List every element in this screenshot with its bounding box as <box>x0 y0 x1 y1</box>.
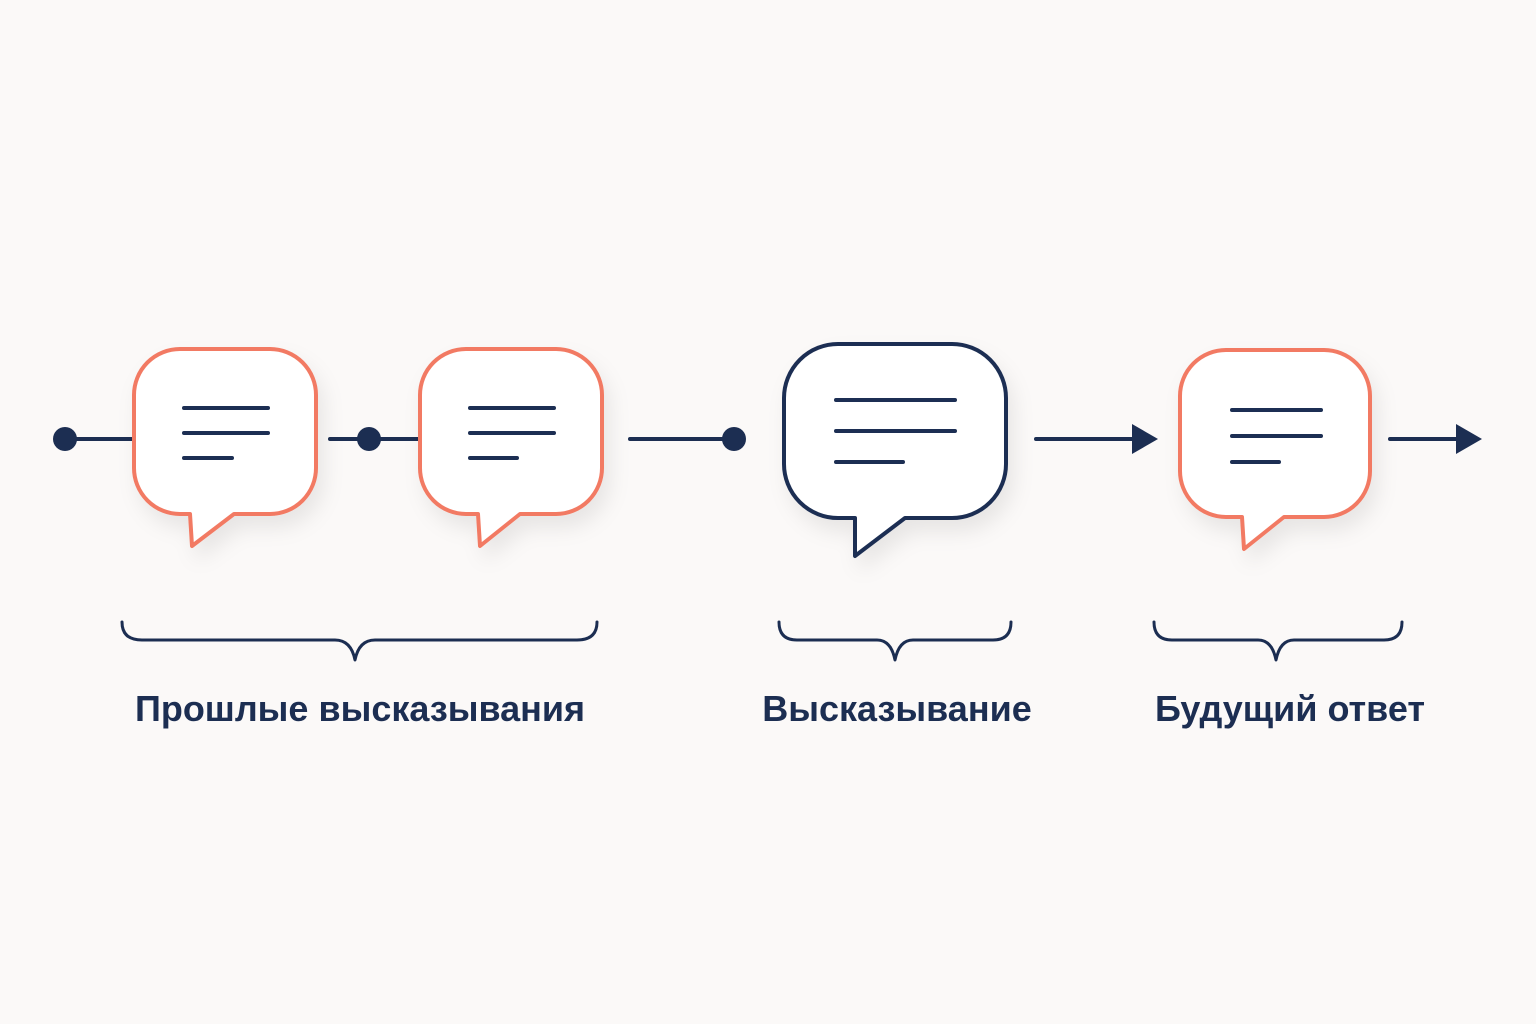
arrow-right-icon <box>1132 424 1158 454</box>
brace-current <box>777 620 1013 662</box>
brace-past <box>120 620 599 662</box>
label-past-utterances: Прошлые высказывания <box>134 688 586 729</box>
speech-bubble-icon <box>418 347 604 548</box>
arrow-right-icon <box>1456 424 1482 454</box>
timeline-dot-icon <box>722 427 746 451</box>
brace-future <box>1152 620 1404 662</box>
label-current-utterance: Высказывание <box>762 688 1032 729</box>
label-future-response: Будущий ответ <box>1154 688 1426 729</box>
speech-bubble-icon <box>782 342 1008 558</box>
speech-bubble-icon <box>1178 348 1372 551</box>
speech-bubble-icon <box>132 347 318 548</box>
timeline-dot-icon <box>53 427 77 451</box>
timeline-dot-icon <box>357 427 381 451</box>
timeline-dots <box>53 427 746 451</box>
timeline-arrows <box>1132 424 1482 454</box>
